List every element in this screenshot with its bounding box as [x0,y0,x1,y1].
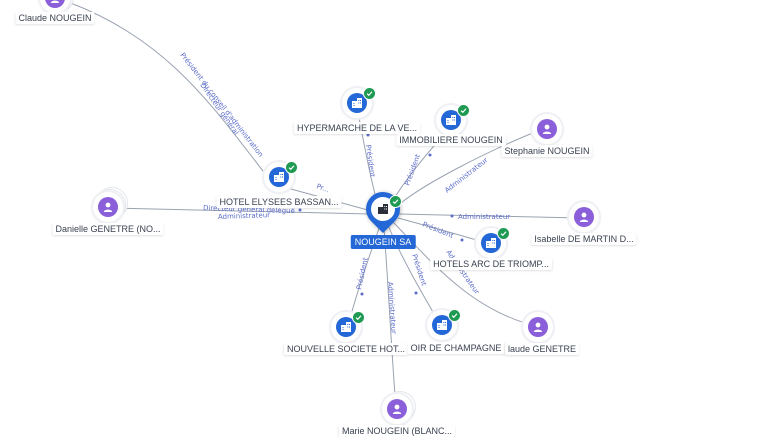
edge-arrow [450,214,454,218]
edge-label-arc-president: Président [421,220,455,240]
edge-arrow [360,292,364,296]
node-label: NOUVELLE SOCIETE HOT... [283,343,409,355]
edge-claude-nougein-hotel [67,1,271,181]
node-label: Claude NOUGEIN [15,12,95,24]
person-icon [574,207,594,227]
edge-label-hypermarche-president: Président [364,144,377,178]
building-icon [347,93,367,113]
edge-label-danielle-admin: Administrateur [218,211,271,221]
node-label: Marie NOUGEIN (BLANC... [338,425,456,437]
edge-label-immobiliere-president: Président [403,153,422,187]
person-icon [537,119,557,139]
building-icon [441,110,461,130]
edge-stephanie-center [394,129,541,209]
edge-danielle-center [111,207,371,215]
edge-arrow [414,291,418,295]
edge-label-nouvelle-president: Président [355,257,370,291]
building-icon [269,167,289,187]
person-icon [528,317,548,337]
person-icon [45,0,65,8]
edge-arrow [428,153,432,157]
edge-label-danielle-ddg: Directeur général délégué [203,204,295,215]
node-label: HYPERMARCHE DE LA VE... [293,122,421,134]
node-label: OIR DE CHAMPAGNE [407,342,505,354]
edge-label-stephanie-admin: Administrateur [443,156,489,195]
building-icon [432,315,452,335]
edge-arrow [460,238,464,242]
verified-check-icon [448,309,461,322]
node-label: Stephanie NOUGEIN [501,145,593,157]
edge-label-champagne-president: Président [410,253,428,287]
edge-arrow [298,208,302,212]
building-icon [481,233,501,253]
verified-check-icon [457,104,470,117]
building-icon [336,317,356,337]
edge-label-isabelle-admin: Administrateur [458,213,510,221]
edge-label-elysees-president: Pr... [315,182,330,194]
verified-check-icon [363,87,376,100]
verified-check-icon [497,227,510,240]
node-label: laude GENETRE [504,343,580,355]
edge-label-marie-admin: Administrateur [386,282,398,335]
verified-check-icon [352,311,365,324]
edge-nouvelle-center [347,224,381,327]
edge-label-claude-directeur: Directeur général [198,82,240,137]
verified-check-icon [285,161,298,174]
verified-check-icon [389,195,402,208]
node-label: HOTELS ARC DE TRIOMP... [430,258,552,270]
edge-isabelle-center [397,213,581,219]
person-icon [387,399,407,419]
node-label: Isabelle DE MARTIN D... [531,233,637,245]
person-icon [98,197,118,217]
center-node-label: NOUGEIN SA [350,235,416,249]
node-label: Danielle GENETRE (NO... [52,223,164,235]
node-label: HOTEL ELYSEES BASSAN... [216,196,342,208]
edge-label-genetre-admin: Administrateur [444,249,481,296]
node-label: IMMOBILIERE NOUGEIN [396,134,506,146]
edge-arrow [366,133,370,137]
